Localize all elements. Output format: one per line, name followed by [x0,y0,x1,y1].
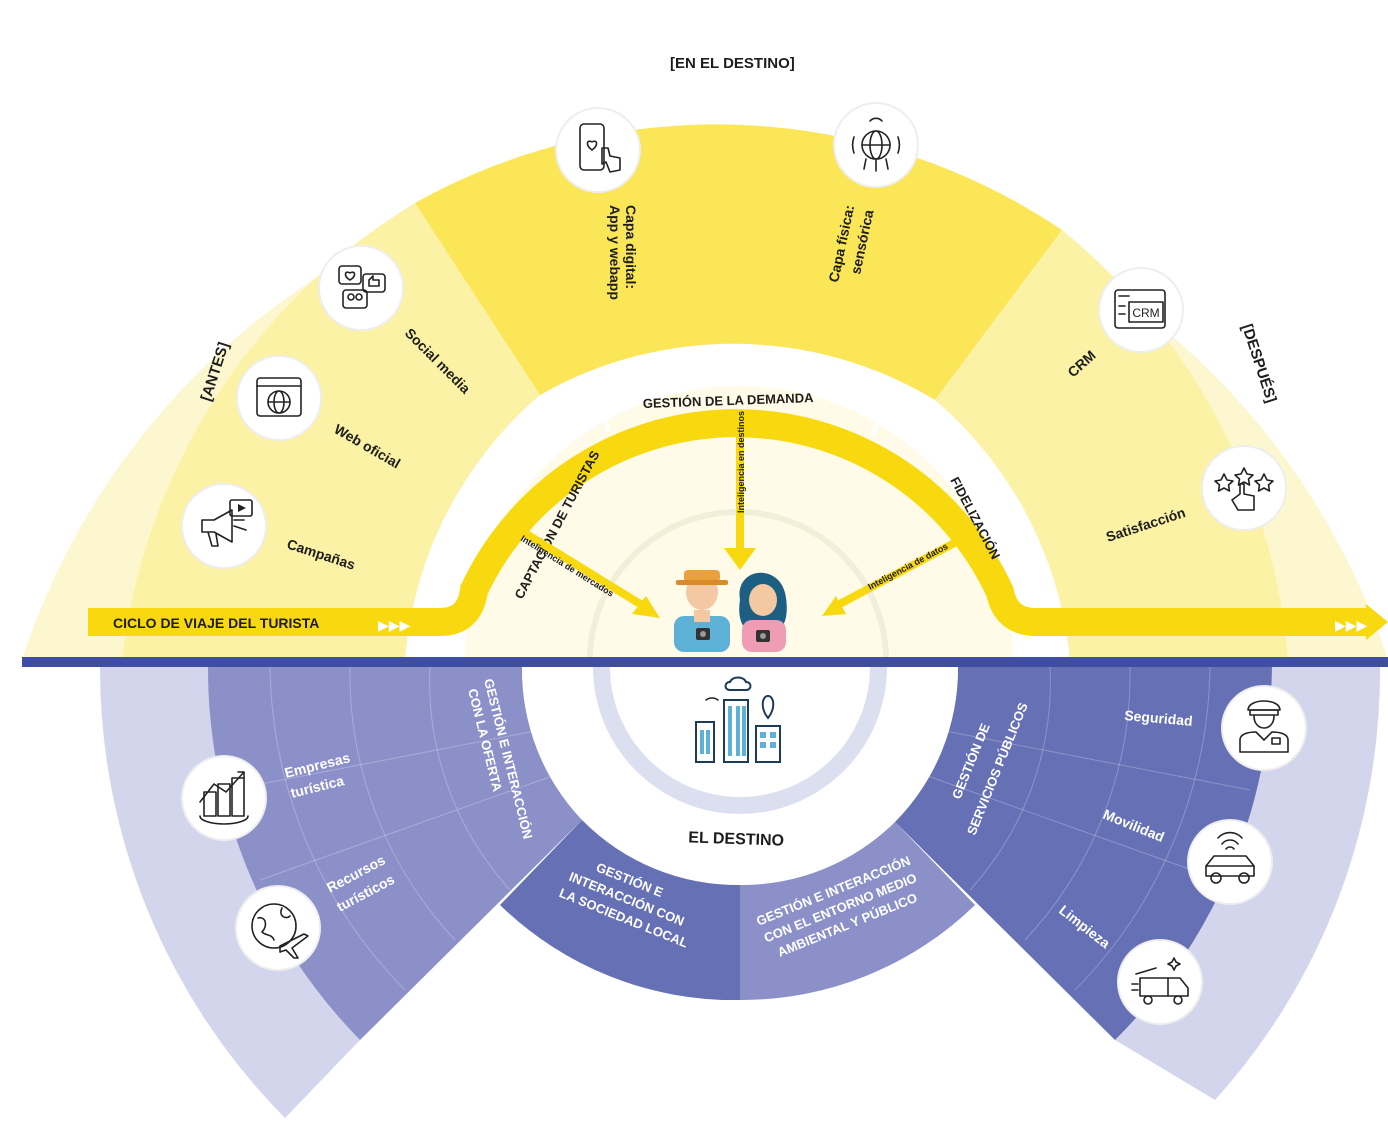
grid-lines [229,666,1251,991]
destination-title: EL DESTINO [688,829,784,849]
crm-icon-text: CRM [1132,306,1159,320]
arc-label-demanda: GESTIÓN DE LA DEMANDA [643,390,815,411]
wedge-despues [935,230,1288,660]
label-capa-digital-2: App y webapp [607,205,623,300]
globe-web-icon [236,355,322,441]
journey-label: CICLO DE VIAJE DEL TURISTA [113,615,319,631]
sector-entorno [740,822,975,1001]
journey-arrows-right: ▶▶▶ [1335,617,1368,633]
journey-arrows-left: ▶▶▶ [378,617,411,633]
outer-left-pale [99,667,361,1118]
sensor-globe-icon [833,102,919,188]
wedge-en-el-destino [415,124,1062,401]
horizon-line [22,657,1388,667]
police-officer-icon [1221,685,1307,771]
arrow-data [834,536,962,610]
crm-icon: CRM [1098,267,1184,353]
stars-rating-icon [1201,445,1287,531]
intelligence-arrows [517,425,962,618]
arc-separator-left [598,399,610,433]
arrow-markets [517,526,653,614]
tourists-icon [674,570,787,652]
sector-sociedad-local [500,820,740,1001]
social-media-icon [318,245,404,331]
touchpoint-icons: CRM [181,102,1287,569]
label-seguridad: Seguridad [1124,707,1194,729]
smart-city-icon [695,676,781,763]
journey-band [88,409,1366,636]
travel-globe-icon [235,885,321,971]
phase-en-el-destino: [EN EL DESTINO] [670,55,795,72]
label-capa-digital-1: Capa digital: [623,205,639,289]
journey-arrow-tip [1366,604,1388,640]
bottom-icons [181,685,1307,1025]
arc-separator-right [870,403,887,437]
megaphone-icon [181,483,267,569]
label-inteligencia-destinos: Inteligencia en destinos [736,411,746,513]
cleaning-truck-icon [1117,939,1203,1025]
smartphone-icon [555,107,641,193]
arrow-markets-head [632,596,660,618]
arrow-destinations-head [724,548,756,570]
connected-car-icon [1187,819,1273,905]
arrow-data-head [822,596,846,616]
phase-despues: [DESPUÉS] [1238,322,1279,405]
journey-arrow [88,399,1388,640]
business-icon [181,755,267,841]
